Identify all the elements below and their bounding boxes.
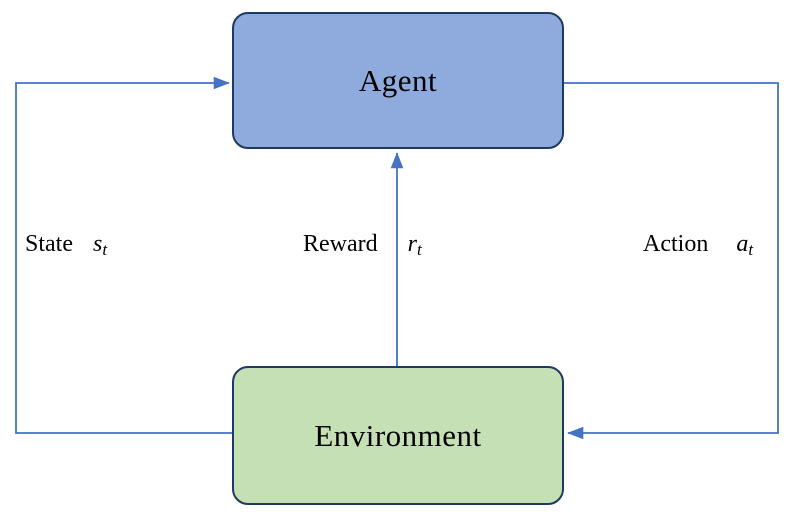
agent-node: Agent [232,12,564,149]
action-edge-label: Action at [643,228,753,260]
state-symbol: st [93,231,108,259]
environment-label: Environment [314,417,482,453]
reward-symbol: rt [407,231,422,259]
action-symbol: at [736,231,754,259]
environment-node: Environment [232,366,564,505]
state-label: State [25,231,73,257]
agent-label: Agent [358,62,438,98]
reward-edge-label: Reward rt [303,228,422,260]
action-label: Action [643,231,709,257]
reward-label: Reward [303,231,378,257]
state-edge-label: State st [25,228,107,260]
